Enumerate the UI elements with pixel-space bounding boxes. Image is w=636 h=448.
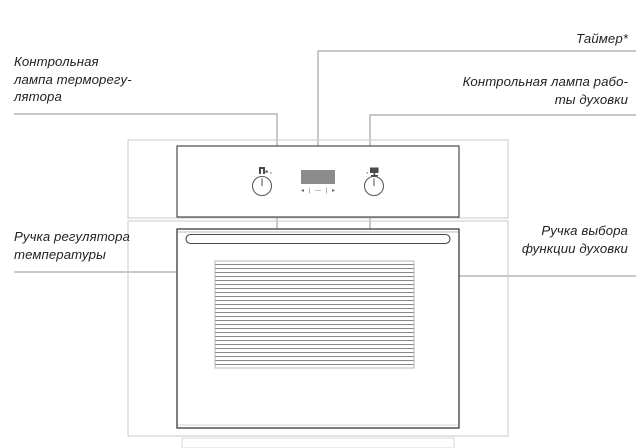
timer-button-bar1-icon[interactable]: | [308, 187, 311, 194]
callout-label-temperature-knob: Ручка регулятора температуры [14, 229, 130, 262]
function-knob[interactable] [363, 175, 385, 197]
oven-base-strip [181, 437, 455, 448]
callout-label-function-knob: Ручка выбора функции духовки [521, 223, 628, 256]
door-window-glass [214, 260, 415, 369]
timer-button-prev-icon[interactable]: ◂ [301, 187, 305, 194]
timer-button-bar2-icon[interactable]: | [325, 187, 328, 194]
leader-timer [317, 50, 636, 168]
callout-label-timer: Таймер* [576, 31, 628, 46]
timer-lcd[interactable] [301, 170, 335, 184]
cabinet-upper-niche [127, 139, 509, 219]
callout-label-oven-lamp: Контрольная лампа рабо- ты духовки [462, 74, 628, 107]
door-handle[interactable] [185, 233, 451, 245]
temperature-knob[interactable] [251, 175, 273, 197]
thermostat-symbol-icon [259, 167, 272, 174]
cabinet-lower-niche [127, 220, 509, 437]
callout-label-thermostat-lamp: Контрольная лампа терморегу- лятора [14, 54, 132, 104]
timer-button-next-icon[interactable]: ▸ [331, 187, 335, 194]
timer-button-minus-icon[interactable]: — [314, 187, 321, 194]
oven-lamp-symbol-icon [366, 167, 379, 177]
timer-button-row[interactable]: ◂ | — | ▸ [301, 186, 335, 195]
